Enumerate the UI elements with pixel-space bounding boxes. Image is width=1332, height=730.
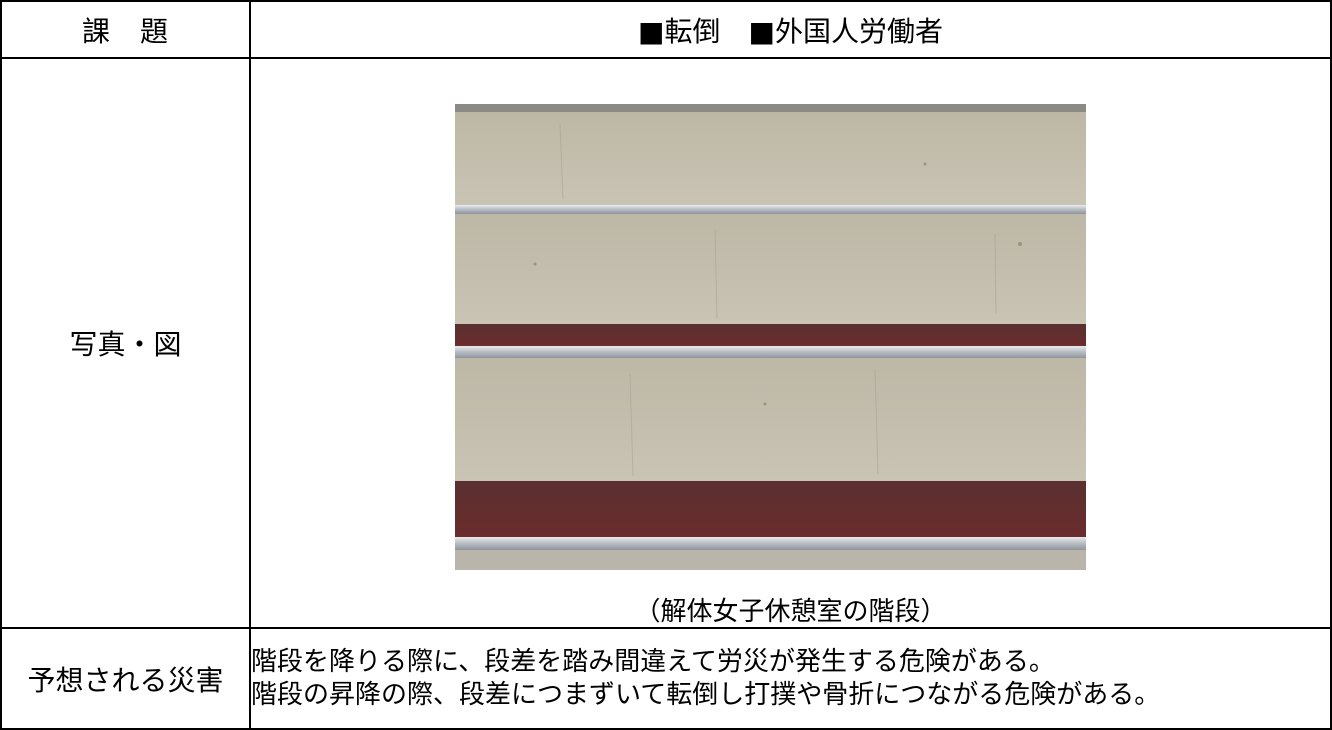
photo-label-cell: 写真・図 [0,57,251,629]
photo-label: 写真・図 [69,328,182,361]
hazard-text-cell: 階段を降りる際に、段差を踏み間違えて労災が発生する危険がある。 階段の昇降の際、… [249,627,1332,730]
header-title-cell: ■転倒 ■外国人労働者 [249,0,1332,59]
hazard-row: 予想される災害 階段を降りる際に、段差を踏み間違えて労災が発生する危険がある。 … [0,627,1332,730]
stairs-photo [455,104,1086,570]
hazard-label: 予想される災害 [27,663,224,697]
photo-cell: （解体女子休憩室の階段） [249,57,1332,629]
photo-caption: （解体女子休憩室の階段） [634,597,947,627]
hazard-line-2: 階段の昇降の際、段差につまずいて転倒し打撲や骨折につながる危険がある。 [251,679,1161,710]
photo-row: 写真・図 [0,57,1332,629]
hazard-line-1: 階段を降りる際に、段差を踏み間違えて労災が発生する危険がある。 [251,646,1055,677]
header-label-cell: 課 題 [0,0,251,59]
hazard-label-cell: 予想される災害 [0,627,251,730]
issue-title: ■転倒 ■外国人労働者 [638,14,943,48]
issue-label: 課 題 [81,14,169,48]
header-row: 課 題 ■転倒 ■外国人労働者 [0,0,1332,59]
